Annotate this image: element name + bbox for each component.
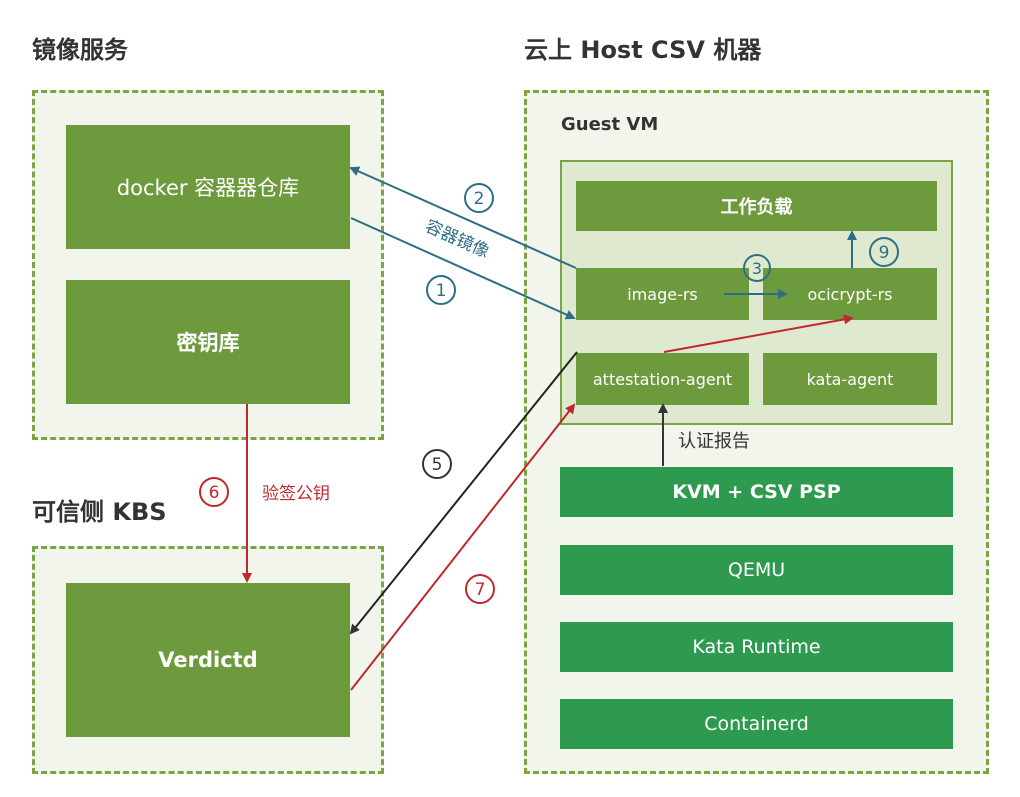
step2-number: 2 [474, 189, 485, 209]
attestation-agent-label: attestation-agent [592, 369, 733, 389]
kata-agent-box: kata-agent [763, 353, 937, 405]
step2-marker: 2 [464, 183, 494, 213]
ocicrypt-rs-box: ocicrypt-rs [763, 268, 937, 320]
kata-runtime-label: Kata Runtime [692, 636, 821, 658]
step9-number: 9 [879, 243, 890, 263]
docker-repo-box: docker 容器器仓库 [66, 125, 350, 249]
arrow-step7 [350, 403, 576, 691]
arrow-step5 [349, 351, 578, 635]
step7-number: 7 [475, 580, 486, 600]
step5-marker: 5 [422, 449, 452, 479]
guest-vm-label: Guest VM [561, 114, 659, 135]
docker-repo-label: docker 容器器仓库 [116, 176, 300, 200]
ocicrypt-rs-label: ocicrypt-rs [807, 284, 893, 304]
qemu-box: QEMU [560, 545, 953, 595]
mirror-service-title: 镜像服务 [32, 36, 128, 64]
step7-marker: 7 [465, 574, 495, 604]
attestation-agent-box: attestation-agent [576, 353, 749, 405]
trusted-kbs-title: 可信侧 KBS [32, 498, 167, 526]
kata-agent-label: kata-agent [806, 369, 894, 389]
image-rs-label: image-rs [627, 284, 698, 304]
kata-runtime-box: Kata Runtime [560, 622, 953, 672]
attest-report-label: 认证报告 [678, 431, 750, 452]
step3-marker: 3 [743, 254, 771, 282]
kvm-csv-psp-box: KVM + CSV PSP [560, 467, 953, 517]
step9-marker: 9 [869, 237, 899, 267]
step6-marker: 6 [199, 477, 229, 507]
step1-number: 1 [436, 281, 447, 301]
arrow-step2 [349, 166, 577, 269]
key-store-box: 密钥库 [66, 280, 350, 404]
image-rs-box: image-rs [576, 268, 749, 320]
verdictd-box: Verdictd [66, 583, 350, 737]
verify-key-label: 验签公钥 [262, 484, 330, 504]
step1-marker: 1 [426, 275, 456, 305]
step6-number: 6 [209, 483, 220, 503]
key-store-label: 密钥库 [176, 331, 240, 355]
workload-box: 工作负载 [576, 181, 937, 231]
cloud-host-title: 云上 Host CSV 机器 [524, 36, 762, 64]
arrow-step1 [350, 217, 576, 320]
containerd-box: Containerd [560, 699, 953, 749]
containerd-label: Containerd [704, 713, 809, 735]
workload-label: 工作负载 [720, 197, 793, 218]
arrow-key-delivery [663, 314, 854, 353]
kvm-csv-psp-label: KVM + CSV PSP [672, 481, 841, 503]
step5-number: 5 [432, 455, 443, 475]
step3-number: 3 [752, 259, 762, 278]
verdictd-label: Verdictd [158, 648, 258, 672]
qemu-label: QEMU [727, 559, 786, 581]
